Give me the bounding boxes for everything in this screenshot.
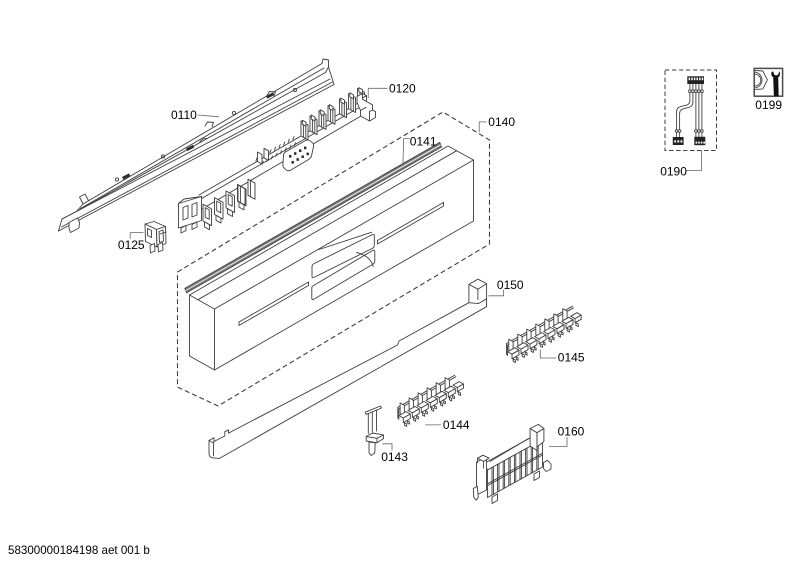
- svg-text:0143: 0143: [381, 450, 408, 464]
- svg-text:0160: 0160: [558, 425, 585, 439]
- svg-text:0190: 0190: [660, 164, 687, 178]
- svg-text:0140: 0140: [488, 115, 515, 129]
- svg-text:0144: 0144: [443, 418, 470, 432]
- svg-text:0199: 0199: [755, 98, 782, 112]
- svg-text:0145: 0145: [558, 351, 585, 365]
- svg-text:0125: 0125: [118, 238, 145, 252]
- svg-text:0141: 0141: [410, 135, 437, 149]
- svg-text:0150: 0150: [497, 278, 524, 292]
- svg-text:58300000184198 aet 001 b: 58300000184198 aet 001 b: [8, 544, 150, 557]
- svg-text:0120: 0120: [389, 81, 416, 95]
- svg-text:0110: 0110: [171, 108, 197, 122]
